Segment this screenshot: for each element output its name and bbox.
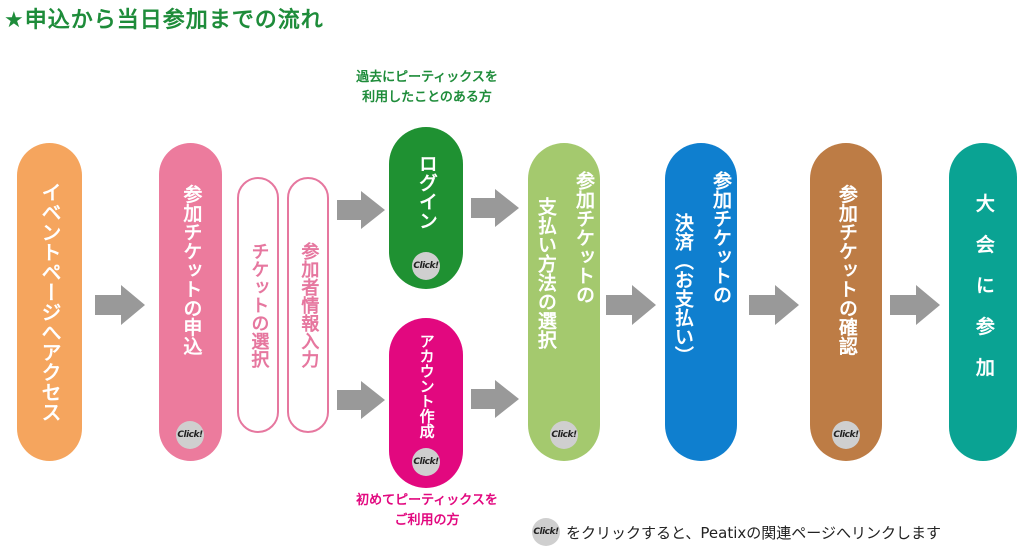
legend-text: をクリックすると、Peatixの関連ページへリンクします: [566, 523, 941, 542]
click-badge: Click!: [532, 518, 560, 546]
step-payment-method-label-1: 参加チケットの: [573, 171, 595, 304]
step-enter-info-label: 参加者情報入力: [298, 242, 320, 368]
note-first-time: 初めてピーティックスを ご利用の方: [356, 493, 498, 528]
legend: Click! をクリックすると、Peatixの関連ページへリンクします: [532, 518, 941, 546]
arrow-right-icon: [749, 285, 799, 325]
step-confirm-label: 参加チケットの確認: [835, 184, 858, 356]
arrow-right-icon: [606, 285, 656, 325]
arrow-right-icon: [95, 285, 145, 325]
step-select-ticket: チケットの選択: [237, 177, 279, 433]
step-login[interactable]: ログイン Click!: [389, 127, 463, 289]
step-settle[interactable]: 参加チケットの 決済（お支払い）: [665, 143, 737, 461]
step-payment-method-label-2: 支払い方法の選択: [534, 197, 557, 349]
step-attend-label: 大会に参加: [972, 193, 995, 399]
step-apply[interactable]: 参加チケットの申込 Click!: [159, 143, 222, 461]
click-badge[interactable]: Click!: [832, 421, 860, 449]
click-badge[interactable]: Click!: [176, 421, 204, 449]
note-returning-users: 過去にピーティックスを 利用したことのある方: [356, 70, 498, 105]
step-create-account[interactable]: アカウント作成 Click!: [389, 318, 463, 488]
arrow-right-icon: [337, 191, 385, 229]
step-attend[interactable]: 大会に参加: [949, 143, 1017, 461]
step-select-ticket-label: チケットの選択: [248, 242, 270, 368]
step-apply-label: 参加チケットの申込: [180, 184, 203, 356]
click-badge[interactable]: Click!: [550, 421, 578, 449]
step-settle-label-1: 参加チケットの: [710, 171, 732, 304]
step-confirm[interactable]: 参加チケットの確認 Click!: [810, 143, 882, 461]
step-payment-method[interactable]: 参加チケットの 支払い方法の選択 Click!: [528, 143, 600, 461]
click-badge[interactable]: Click!: [412, 448, 440, 476]
step-event-page-label: イベントページへアクセス: [38, 182, 62, 422]
step-enter-info: 参加者情報入力: [287, 177, 329, 433]
step-login-label: ログイン: [415, 153, 438, 230]
step-settle-label-2: 決済（お支払い）: [671, 213, 694, 365]
step-event-page[interactable]: イベントページへアクセス: [17, 143, 82, 461]
step-create-account-label: アカウント作成: [417, 333, 436, 439]
click-badge[interactable]: Click!: [412, 252, 440, 280]
arrow-right-icon: [890, 285, 940, 325]
page-title: ★申込から当日参加までの流れ: [4, 8, 324, 33]
arrow-right-icon: [337, 381, 385, 419]
arrow-right-icon: [471, 189, 519, 227]
arrow-right-icon: [471, 380, 519, 418]
